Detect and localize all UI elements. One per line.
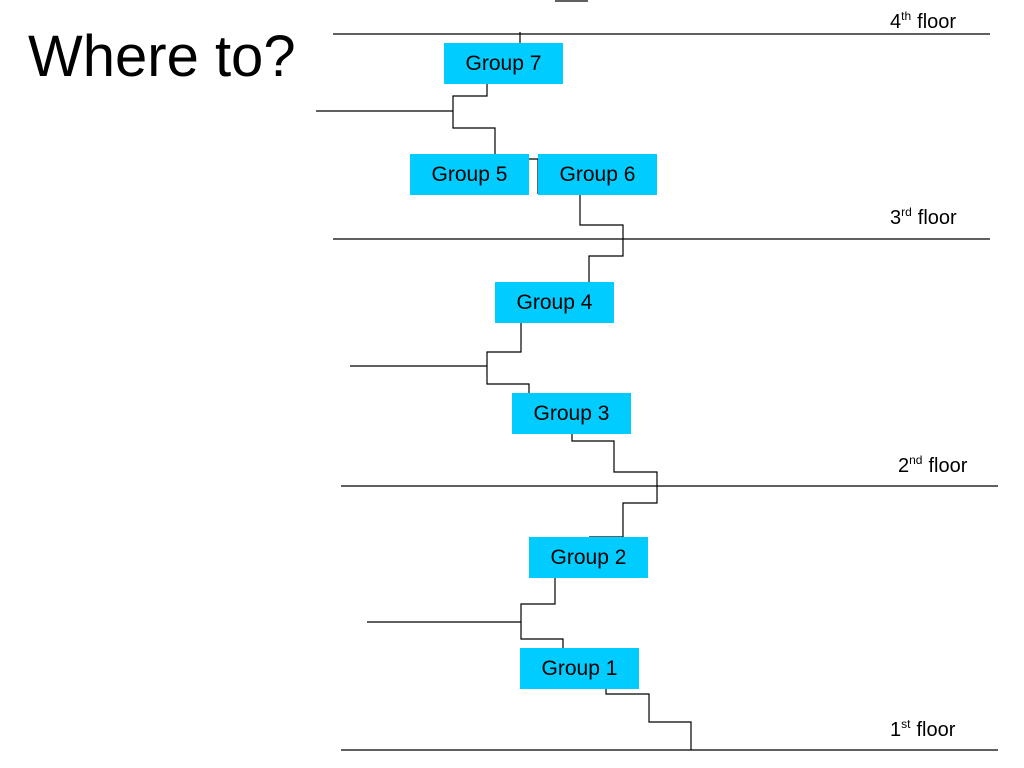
floor-2-number: 2 (898, 455, 910, 477)
floor-4-word: floor (917, 11, 957, 33)
group-5-label: Group 5 (431, 162, 508, 186)
group-3-box[interactable]: Group 3 (512, 393, 631, 434)
group-1-box[interactable]: Group 1 (520, 648, 639, 689)
group-2-box[interactable]: Group 2 (529, 537, 648, 578)
slide-title: Where to? (28, 24, 296, 89)
group-6-label: Group 6 (559, 162, 636, 186)
stair-path-3-2 (571, 433, 658, 538)
stair-path-4-3 (486, 322, 530, 394)
stair-path-7-5 (452, 84, 496, 158)
group-7-box[interactable]: Group 7 (444, 43, 563, 84)
stair-path-2-1 (520, 578, 564, 649)
group-4-label: Group 4 (516, 290, 593, 314)
floor-2-suffix: nd (909, 453, 923, 467)
stair-path-1-floor (605, 689, 692, 750)
floor-3-number: 3 (890, 207, 902, 229)
group-7-label: Group 7 (465, 51, 542, 75)
floor-4-number: 4 (890, 11, 902, 33)
floor-1-suffix: st (901, 717, 911, 731)
group-3-label: Group 3 (533, 401, 610, 425)
group-2-label: Group 2 (550, 545, 627, 569)
group-6-box[interactable]: Group 6 (538, 154, 657, 195)
group-5-box[interactable]: Group 5 (410, 154, 529, 195)
floor-2-word: floor (928, 455, 968, 477)
floor-1-word: floor (916, 719, 956, 741)
stair-path-6-4 (579, 194, 624, 283)
group-1-label: Group 1 (541, 656, 618, 680)
group-4-box[interactable]: Group 4 (495, 282, 614, 323)
floor-1-number: 1 (890, 719, 902, 741)
floor-3-suffix: rd (901, 205, 912, 219)
floor-3-word: floor (917, 207, 957, 229)
stair-path-5-6 (529, 158, 539, 194)
floor-4-suffix: th (901, 9, 912, 23)
